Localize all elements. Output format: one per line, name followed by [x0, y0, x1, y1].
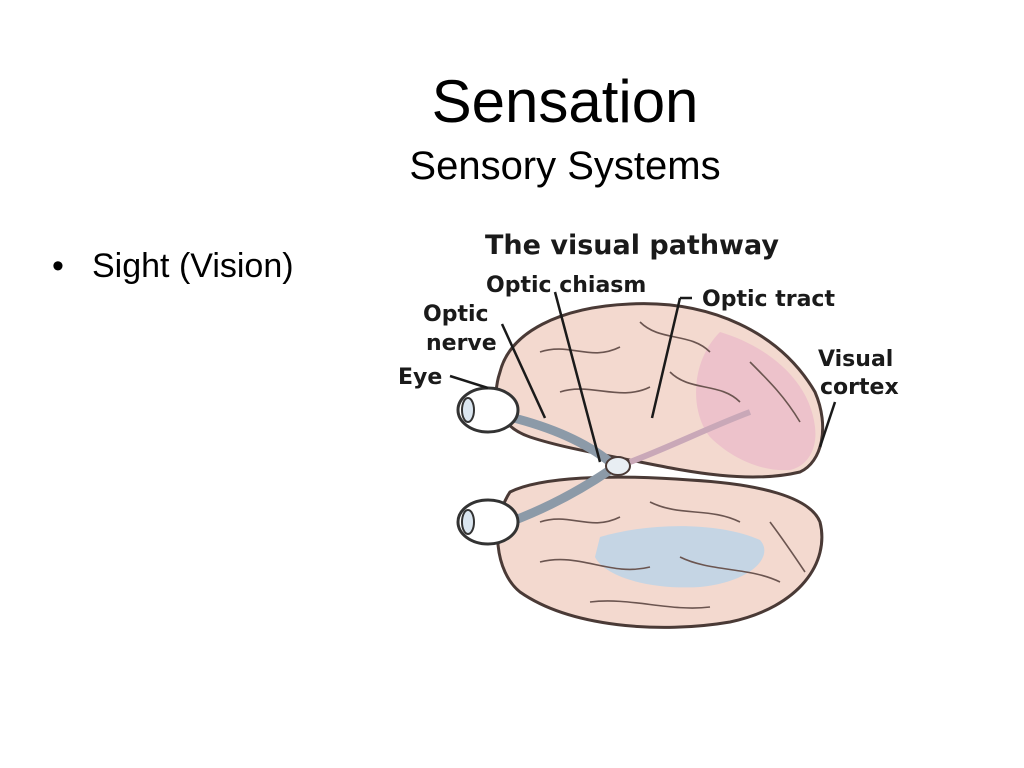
leader-lines	[449, 291, 837, 463]
visual-pathway-figure: The visual pathway Optic chiasm Optic tr…	[390, 222, 920, 642]
gyri-folds	[539, 321, 806, 609]
visual-pathway-diagram: The visual pathway Optic chiasm Optic tr…	[398, 230, 899, 629]
figure-heading: The visual pathway	[485, 230, 779, 261]
slide-subtitle: Sensory Systems	[409, 144, 721, 188]
optic-nerves	[505, 412, 615, 527]
bullet-list: • Sight (Vision)	[52, 242, 294, 290]
bullet-item: • Sight (Vision)	[52, 242, 294, 290]
temporal-blue-region	[595, 526, 765, 588]
brain-illustration	[456, 302, 825, 629]
label-visual-cortex-line2: cortex	[820, 375, 899, 400]
label-optic-nerve-line1: Optic	[423, 302, 489, 327]
optic-tract-shape	[628, 409, 752, 465]
bullet-text: Sight (Vision)	[92, 247, 294, 285]
label-optic-nerve-line2: nerve	[426, 331, 497, 356]
slide-title: Sensation	[431, 68, 699, 135]
optic-chiasm-shape	[605, 456, 631, 476]
label-visual-cortex-line1: Visual	[818, 347, 893, 372]
label-optic-tract: Optic tract	[702, 287, 835, 312]
visual-cortex-region	[696, 332, 816, 471]
eye-upper	[456, 386, 520, 434]
label-eye: Eye	[398, 365, 442, 390]
bullet-dot-icon: •	[52, 247, 64, 285]
eye-lower	[456, 498, 520, 546]
label-optic-chiasm: Optic chiasm	[486, 273, 646, 298]
